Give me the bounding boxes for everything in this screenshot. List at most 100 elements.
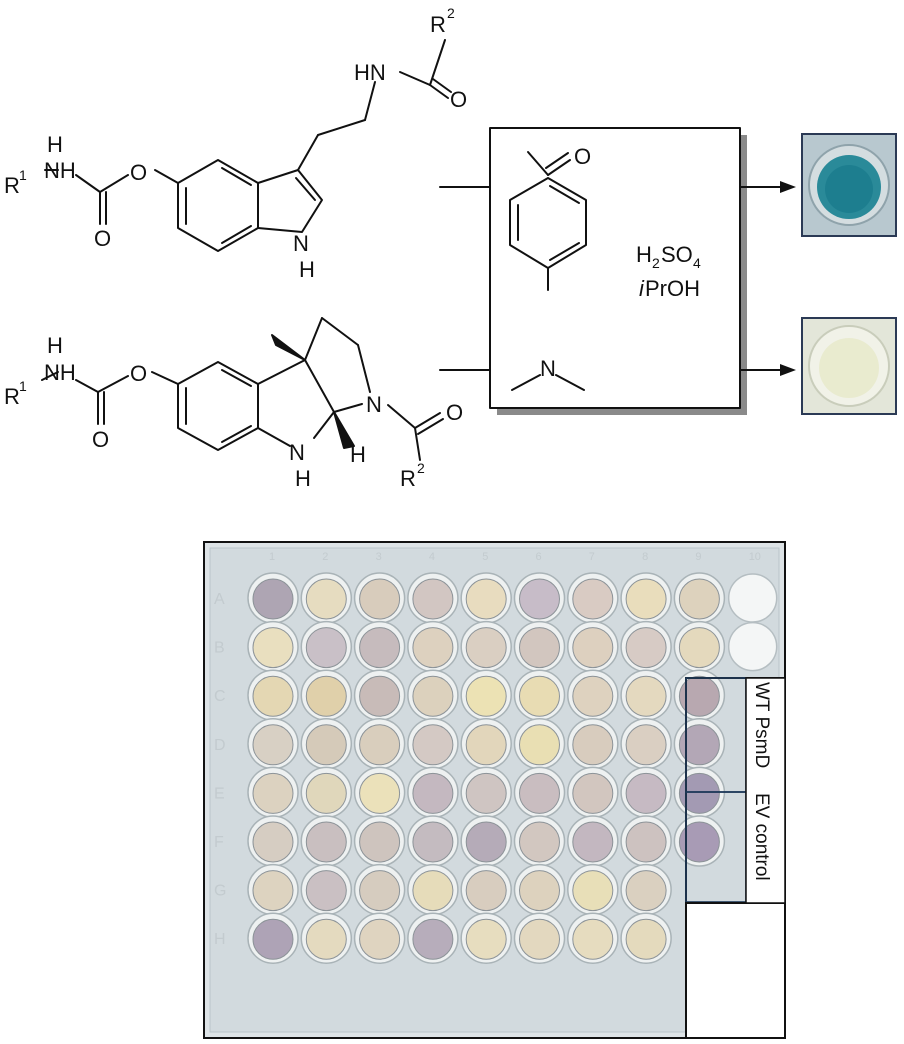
svg-text:2: 2 [652,255,660,271]
row-letter: E [214,785,225,802]
col-number: 3 [376,551,382,563]
empty-well [727,621,778,672]
well-F3 [353,815,406,867]
well-G1 [247,863,299,916]
bottom-r1-sup: 1 [19,378,27,394]
well-D8 [620,718,672,770]
well-A6 [513,572,566,624]
well-H5 [460,912,512,964]
well-A5 [460,572,512,624]
empty-well [727,573,778,623]
bottom-molecule [41,317,444,461]
ev-control-label: EV control [751,793,772,881]
svg-text:H: H [636,242,652,267]
top-amide-nh: HN [354,60,386,85]
bottom-r2-sup: 2 [417,460,425,476]
well-H1 [247,912,299,964]
well-D2 [300,718,353,770]
col-number: 4 [429,551,435,563]
arrow-head-top [780,181,796,193]
well-F2 [300,815,353,867]
row-letter: F [214,834,224,851]
well-B7 [567,620,619,673]
well-A4 [407,572,459,624]
well-C2 [300,669,353,721]
well-E4 [407,766,459,819]
col-number: 10 [749,551,761,563]
well-F1 [247,815,299,867]
label-frame [685,677,786,1039]
well-G2 [300,863,353,916]
blank-panel [685,902,786,1039]
well-B8 [620,620,672,673]
well-E8 [620,766,672,819]
well-A2 [300,572,353,624]
well-B2 [300,620,353,673]
col-number: 7 [589,551,595,563]
well-E9 [673,766,726,819]
well-B3 [353,620,406,673]
top-nh: NH [44,158,76,183]
col-number: 5 [482,551,488,563]
wt-psmd-label: WT PsmD [751,682,772,768]
well-H2 [300,912,353,964]
well-F6 [513,815,566,867]
well-E7 [567,766,619,819]
well-E1 [247,766,299,819]
well-F5 [460,815,512,867]
well-C3 [353,669,406,721]
well-A1 [247,572,299,624]
well-D5 [460,718,512,770]
top-r2-sup: 2 [447,5,455,21]
well-E6 [513,766,566,819]
ev-box [685,791,747,903]
well-G6 [513,863,566,916]
bottom-o-carbonyl: O [92,427,109,452]
col-number: 2 [322,551,328,563]
bottom-stereo-h: H [350,442,366,467]
well-B4 [407,620,459,673]
amine-n: N [540,356,556,381]
row-letter: H [214,931,226,948]
well-B5 [460,620,512,673]
well-G7 [567,863,619,916]
row-letter: D [214,737,226,754]
col-number: 9 [695,551,701,563]
well-E3 [353,766,406,819]
arrow-head-bottom [780,364,796,376]
well-H4 [407,912,459,964]
well-G3 [353,863,406,916]
top-o-ester: O [130,160,147,185]
well-F4 [407,815,459,867]
well-C5 [460,669,512,721]
reaction-scheme: H NH R 1 O O N H HN R 2 O H NH R 1 O O N… [4,5,897,491]
bottom-r2: R [400,466,416,491]
top-r1: R [4,173,20,198]
positive-result-photo [801,133,897,237]
bottom-nh-nh: H [295,466,311,491]
col-number: 8 [642,551,648,563]
bottom-nh: NH [44,360,76,385]
acid-label: H 2 SO 4 [636,242,701,271]
top-nh-h: H [47,132,63,157]
top-o-carbonyl: O [94,226,111,251]
well-C4 [407,669,459,721]
well-A3 [353,572,406,624]
well-F8 [620,815,672,867]
top-r1-sup: 1 [19,167,27,183]
well-H7 [567,912,619,964]
well-D9 [673,718,726,770]
svg-text:4: 4 [693,255,701,271]
wells-layer [247,572,778,964]
well-H8 [620,912,672,964]
well-G4 [407,863,459,916]
row-letter: C [214,688,226,705]
top-o-amide: O [450,87,467,112]
col-number: 1 [269,551,275,563]
bottom-nh-n: N [289,440,305,465]
well-C6 [513,669,566,721]
wt-box [685,677,747,793]
bottom-ring-n: N [366,392,382,417]
